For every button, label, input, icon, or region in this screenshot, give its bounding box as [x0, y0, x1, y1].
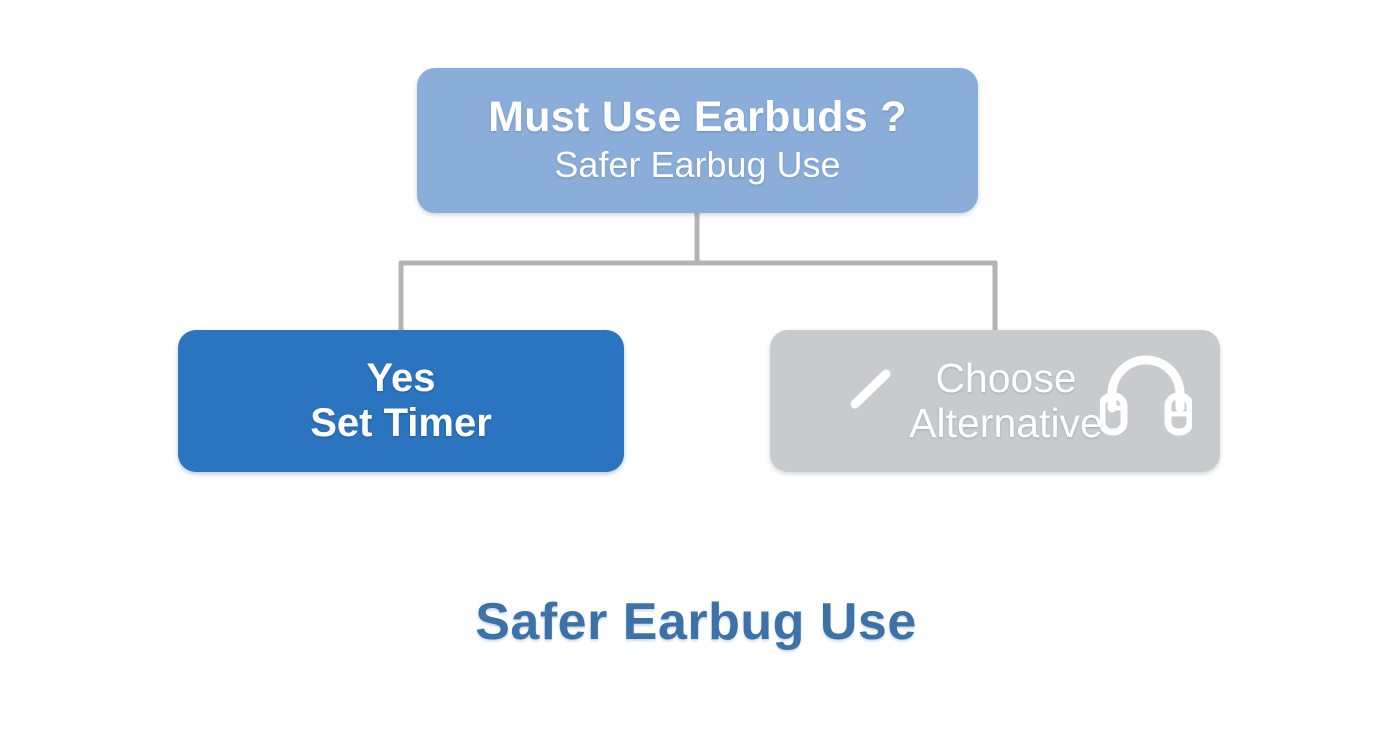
alternative-node-line2: Alternative — [909, 400, 1103, 446]
node-branch-yes[interactable]: Yes Set Timer — [178, 330, 624, 472]
alternative-node-text: Choose Alternative — [883, 354, 1107, 446]
headphones-icon — [1100, 355, 1192, 436]
node-branch-alternative[interactable]: Choose Alternative — [770, 330, 1220, 472]
node-root-decision[interactable]: Must Use Earbuds ? Safer Earbug Use — [417, 68, 978, 213]
yes-node-line1: Yes — [366, 355, 436, 400]
yes-node-line2: Set Timer — [310, 400, 492, 445]
diagram-caption: Safer Earbug Use — [475, 593, 917, 651]
slash-icon — [850, 369, 891, 409]
root-node-title: Must Use Earbuds ? — [488, 92, 907, 141]
root-node-subtitle: Safer Earbug Use — [554, 143, 841, 185]
alternative-node-line1: Choose — [935, 354, 1077, 401]
